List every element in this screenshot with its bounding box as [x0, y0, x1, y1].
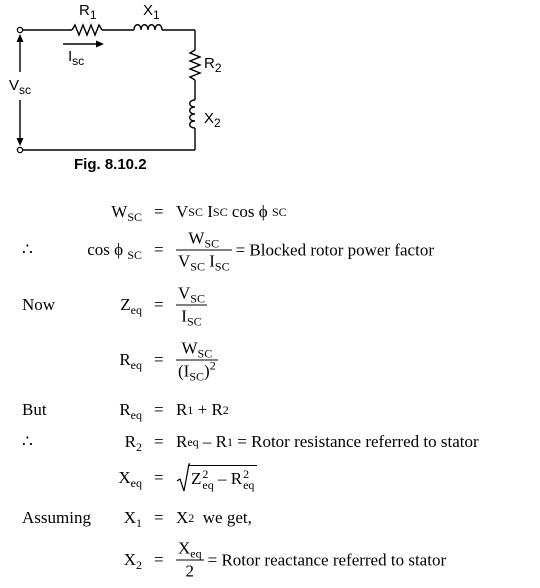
eq2-therefore: ∴	[22, 240, 33, 259]
eq3-now: Now	[22, 295, 56, 314]
label-isc: Isc	[68, 48, 85, 68]
label-x1: X1	[143, 2, 160, 22]
eq8-equals: =	[154, 508, 164, 527]
eq3-rhs: VSC ISC	[176, 283, 207, 328]
eq2-fraction: WSC VSC ISC	[176, 228, 232, 274]
eq2-rhs: WSC VSC ISC = Blocked rotor power factor	[176, 228, 434, 273]
eq8-assuming: Assuming	[22, 508, 91, 527]
terminal-bottom	[16, 146, 24, 154]
label-r1: R1	[79, 2, 97, 22]
eq9-tail: = Rotor reactance referred to stator	[207, 550, 447, 569]
eq7-equals: =	[154, 468, 164, 487]
eq9-fraction: Xeq 2	[176, 538, 204, 581]
eq5-but: But	[22, 400, 47, 419]
eq2-tail: = Blocked rotor power factor	[235, 240, 434, 259]
eq7-lhs: Xeq	[118, 468, 142, 490]
eq2-lhs: cos ϕ SC	[87, 240, 142, 262]
eq4-equals: =	[154, 350, 164, 369]
eq6-therefore: ∴	[22, 432, 33, 451]
eq4-lhs: Req	[119, 350, 142, 372]
eq4-rhs: WSC (ISC)2	[176, 338, 218, 383]
eq9-lhs: X2	[123, 550, 142, 572]
eq9-rhs: Xeq 2 = Rotor reactance referred to stat…	[176, 538, 446, 583]
terminal-top	[16, 26, 24, 34]
eq1-equals: =	[154, 202, 164, 221]
eq3-fraction: VSC ISC	[176, 283, 207, 329]
resistor-r1	[71, 23, 103, 37]
inductor-x2	[189, 99, 196, 129]
vsc-arrow-down-head	[16, 138, 24, 146]
eq2-equals: =	[154, 240, 164, 259]
label-x2: X2	[204, 110, 221, 130]
eq5-lhs: Req	[119, 400, 142, 422]
label-r2: R2	[204, 55, 222, 75]
eq6-equals: =	[154, 432, 164, 451]
inductor-x1	[133, 24, 163, 31]
eq6-lhs: R2	[124, 432, 142, 454]
eq3-equals: =	[154, 295, 164, 314]
label-vsc: Vsc	[9, 77, 32, 97]
sqrt-sign	[176, 463, 190, 492]
isc-arrow-head	[96, 40, 104, 48]
resistor-r2	[188, 49, 202, 81]
eq5-equals: =	[154, 400, 164, 419]
eq4-fraction: WSC (ISC)2	[176, 338, 218, 384]
eq9-equals: =	[154, 550, 164, 569]
vsc-arrow-up-head	[16, 34, 24, 42]
figure-caption: Fig. 8.10.2	[74, 156, 147, 173]
eq3-lhs: Zeq	[120, 295, 142, 317]
eq8-lhs: X1	[123, 508, 142, 530]
circuit-diagram	[16, 23, 202, 154]
eq1-lhs: WSC	[111, 202, 142, 224]
